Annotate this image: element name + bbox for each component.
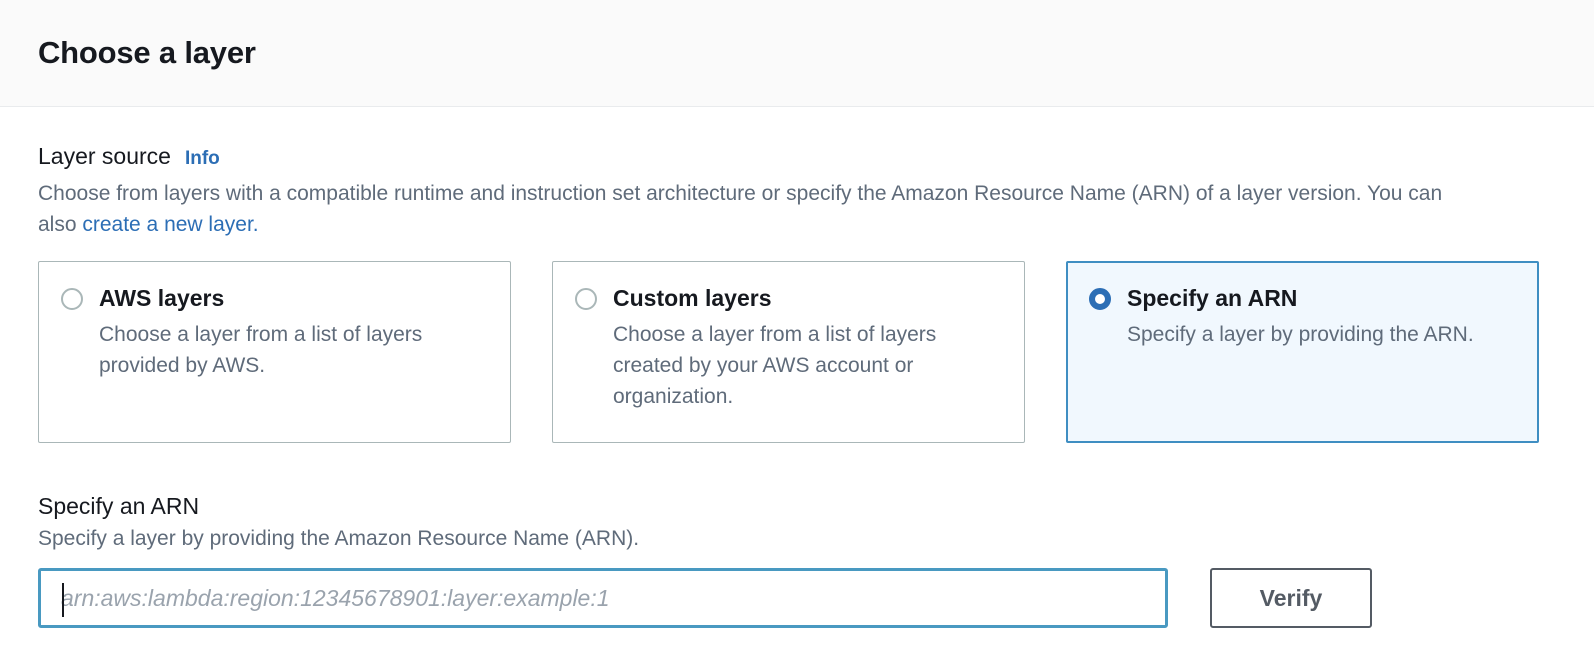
layer-source-option-aws-layers[interactable]: AWS layers Choose a layer from a list of… [38, 261, 511, 443]
page-title: Choose a layer [38, 35, 256, 70]
option-title: Specify an ARN [1127, 285, 1298, 311]
layer-source-label-row: Layer source Info [38, 107, 1556, 170]
arn-input-wrapper[interactable] [38, 568, 1168, 628]
layer-source-label: Layer source [38, 143, 171, 169]
layer-source-option-specify-arn[interactable]: Specify an ARN Specify a layer by provid… [1066, 261, 1539, 443]
arn-section: Specify an ARN Specify a layer by provid… [38, 493, 1556, 628]
info-link[interactable]: Info [184, 148, 220, 169]
arn-input[interactable] [61, 584, 1145, 612]
option-description: Choose a layer from a list of layers cre… [613, 323, 937, 408]
layer-source-option-group: AWS layers Choose a layer from a list of… [38, 261, 1556, 443]
arn-section-title: Specify an ARN [38, 493, 200, 519]
dialog-body: Layer source Info Choose from layers wit… [0, 107, 1594, 628]
create-new-layer-link[interactable]: create a new layer. [82, 213, 259, 236]
option-title: AWS layers [99, 285, 225, 311]
radio-icon[interactable] [61, 288, 83, 310]
option-description: Specify a layer by providing the ARN. [1127, 323, 1474, 346]
text-caret [62, 583, 64, 617]
verify-button[interactable]: Verify [1210, 568, 1372, 628]
dialog-header: Choose a layer [0, 0, 1594, 107]
radio-icon-selected[interactable] [1089, 288, 1111, 310]
layer-source-description-text: Choose from layers with a compatible run… [38, 182, 1443, 236]
layer-source-option-custom-layers[interactable]: Custom layers Choose a layer from a list… [552, 261, 1025, 443]
option-description: Choose a layer from a list of layers pro… [99, 323, 423, 377]
radio-icon[interactable] [575, 288, 597, 310]
arn-section-description: Specify a layer by providing the Amazon … [38, 527, 640, 550]
layer-source-description: Choose from layers with a compatible run… [38, 178, 1470, 240]
arn-input-row: Verify [38, 568, 1556, 628]
option-title: Custom layers [613, 285, 772, 311]
